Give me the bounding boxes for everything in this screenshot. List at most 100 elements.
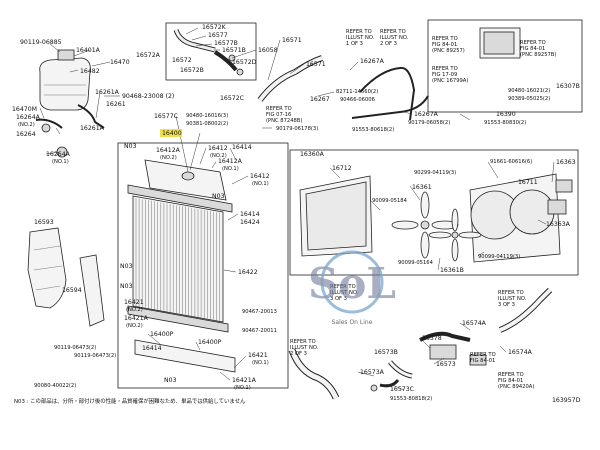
callout: 16421 (124, 299, 144, 306)
oil-cooler-frame (427, 19, 583, 113)
callout: 16360A (300, 151, 325, 158)
callout: 16572K (202, 24, 227, 31)
callout: 16573C (390, 386, 414, 393)
callout: 90179-06058(2) (408, 120, 450, 126)
callout: 16574A (462, 320, 487, 327)
callout: 91553-80618(2) (352, 127, 394, 133)
n03-mark: N03 (124, 143, 137, 150)
callout: 163957D (552, 397, 581, 404)
callout: (NO.1) (52, 159, 69, 165)
callout: 16412 (250, 173, 270, 180)
callout: 16572C (220, 95, 244, 102)
callout: 16572D (232, 59, 257, 66)
callout: 90119-06885 (20, 39, 62, 46)
callout: 16573 (436, 361, 456, 368)
n03-mark: N03 (120, 263, 133, 270)
callout: 16470 (110, 59, 130, 66)
callout: 16261A (80, 125, 105, 132)
callout: 16712 (332, 165, 352, 172)
callout: 90480-16016(3) (186, 113, 228, 119)
n03-mark: N03 (212, 193, 225, 200)
callout: 16594 (62, 287, 82, 294)
callout: 90467-20011 (242, 328, 277, 334)
callout: 90080-40022(2) (34, 383, 76, 389)
callout: 90119-06473(2) (54, 345, 96, 351)
callout: 90119-06473(2) (74, 353, 116, 359)
callout: 16593 (34, 219, 54, 226)
callout: 16421A (124, 315, 149, 322)
reference-notes: REFER TO ILLUST NO. 1 OF 3 REFER TO ILLU… (266, 29, 556, 390)
callout: 90466-06006 (340, 97, 375, 103)
reservoir-tank (39, 49, 91, 111)
callout: (NO.1) (222, 166, 239, 172)
side-deflector (27, 227, 105, 327)
callout: 90468-23008 (2) (122, 93, 174, 100)
callout: (NO.2) (160, 155, 177, 161)
callout: 90381-08002(2) (186, 121, 228, 127)
callout: (NO.1) (234, 385, 251, 391)
hose-kit-frame (165, 22, 257, 81)
callout: 16400P (198, 339, 222, 346)
callout: 91661-60616(6) (490, 159, 532, 165)
callout: 90099-04119(3) (478, 254, 520, 260)
callout: 16307B (556, 83, 580, 90)
callout: 16711 (518, 179, 538, 186)
callout: 90179-06178(3) (276, 126, 318, 132)
callout: 16412A (218, 158, 243, 165)
callout: 16572A (136, 52, 161, 59)
callout: 16261A (95, 89, 120, 96)
callout: 16577C (154, 113, 178, 120)
callout: 16390 (496, 111, 516, 118)
callout: 16267 (310, 96, 330, 103)
upper-hose-set (173, 29, 244, 76)
callout: 16578 (422, 335, 442, 342)
callout: 16264A (46, 151, 71, 158)
callout: 90389-05025(2) (508, 96, 550, 102)
highlight-16400 (160, 129, 182, 137)
cooling-fan-left (391, 191, 459, 259)
callout: 91553-80818(2) (390, 396, 432, 402)
callout: 16414 (232, 144, 252, 151)
callout: 90099-05164 (398, 260, 434, 266)
callout: 16424 (240, 219, 260, 226)
callout: 16414 (142, 345, 162, 352)
watermark-tagline: Sales On Line (332, 319, 373, 326)
callout-labels: 90119-06885 16401A 16470 16482 16261A 16… (12, 24, 581, 404)
callout: 16573B (374, 349, 398, 356)
callout: 16414 (240, 211, 260, 218)
watermark-logo: SoL (308, 259, 396, 308)
callout: 16422 (238, 269, 258, 276)
callout: 16577B (214, 40, 238, 47)
callout: (NO.2) (126, 323, 143, 329)
ref-note: REFER TO FIG 84-01 (PNC 89420A) (498, 372, 534, 390)
callout: 16058 (258, 47, 278, 54)
callout: 16572 (172, 57, 192, 64)
callout: 16400 (162, 130, 182, 137)
n03-marks: N03 N03 N03 N03 N03 (120, 143, 225, 384)
callout: 16421 (248, 352, 268, 359)
callout: 90480-16021(2) (508, 88, 550, 94)
ref-note: REFER TO FIG 84-01 (470, 352, 497, 364)
radiator-cap (181, 171, 195, 181)
callout: 16577 (208, 32, 228, 39)
callout: 16363 (556, 159, 576, 166)
callout: 90099-05184 (372, 198, 408, 204)
callout: (NO.2) (18, 122, 35, 128)
callout: 91553-80830(2) (484, 120, 526, 126)
callout: 16267A (360, 58, 385, 65)
callout: 16571 (282, 37, 302, 44)
callout: (NO.1) (252, 181, 269, 187)
oil-cooler-hoses-lower (370, 287, 553, 392)
leader-lines (39, 27, 555, 391)
ref-note: REFER TO FIG 17-09 (PNC 16799A) (432, 66, 468, 84)
callout: 16400P (150, 331, 174, 338)
callout: 16361 (412, 184, 432, 191)
ref-note: REFER TO FIG 84-01 (PNC 89257B) (520, 40, 556, 58)
radiator-group-frame (117, 142, 289, 389)
lower-radiator-hose (288, 348, 340, 400)
ref-note: REFER TO ILLUST NO. 3 OF 3 (330, 284, 360, 302)
callout: 16361B (440, 267, 464, 274)
callout: 90467-20013 (242, 309, 277, 315)
cooling-fan-right (428, 208, 482, 262)
